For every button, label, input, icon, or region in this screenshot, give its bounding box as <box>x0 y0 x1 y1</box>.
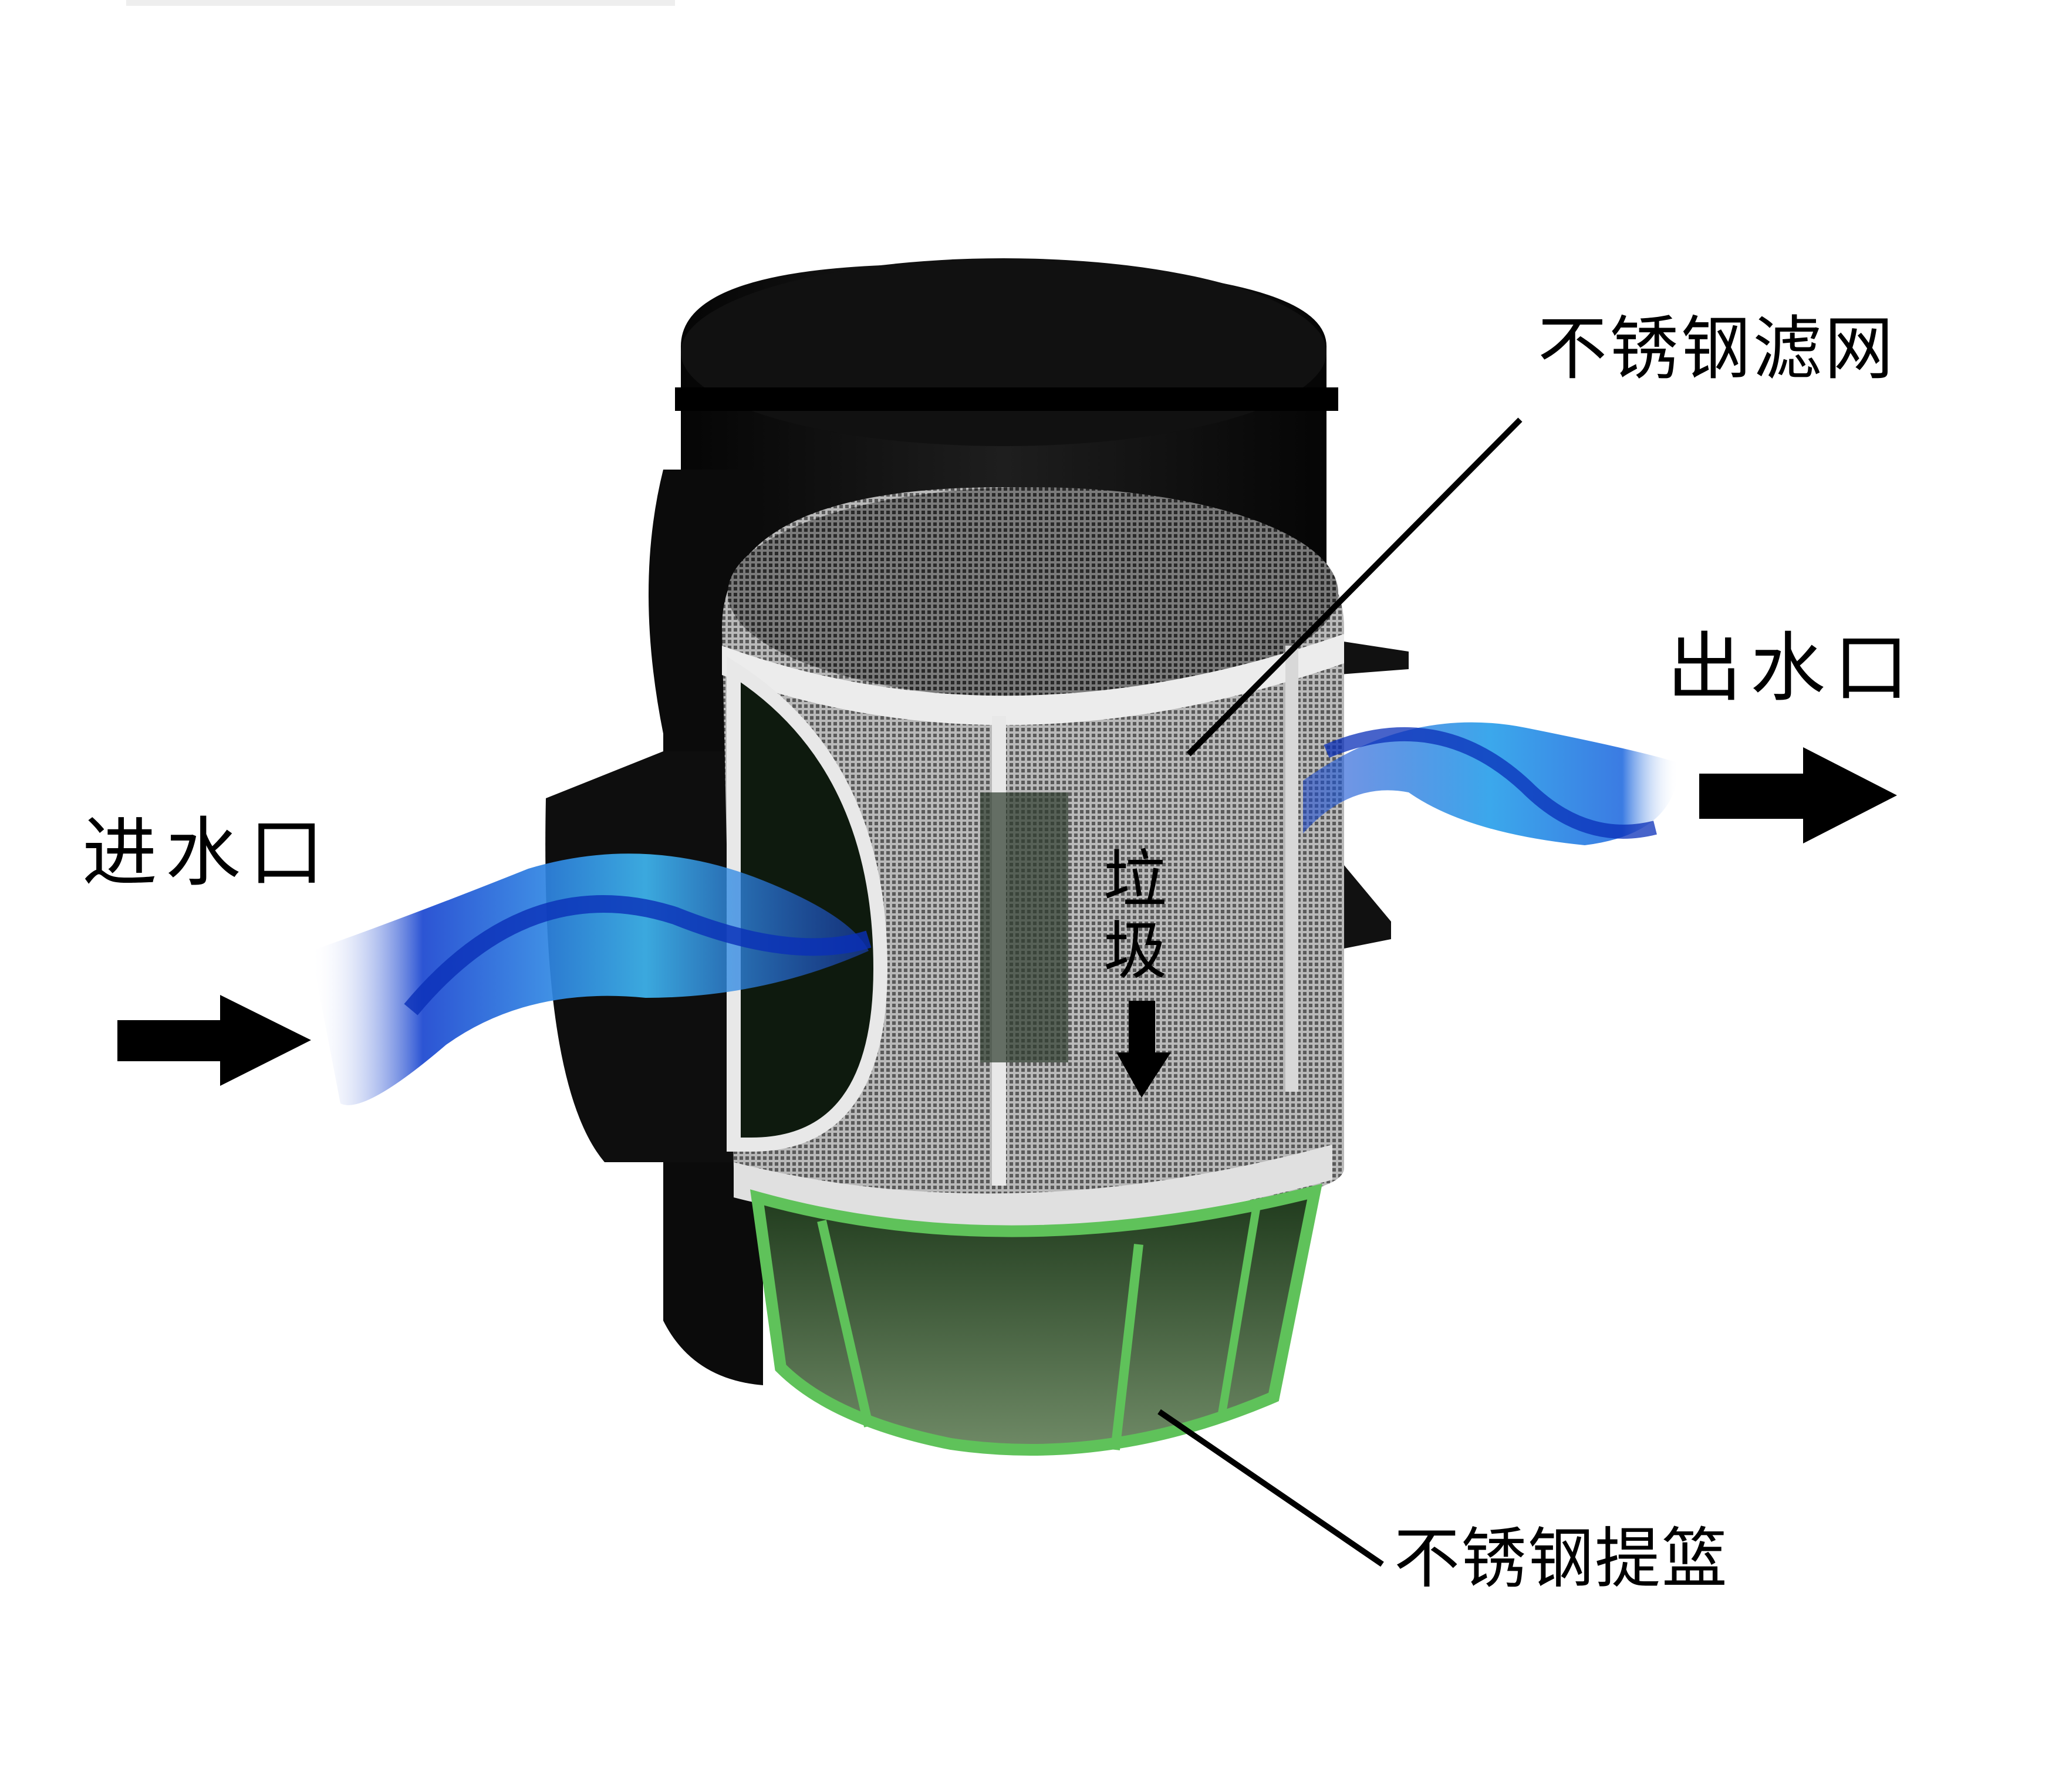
top-strip <box>126 0 675 6</box>
water-inlet-stream <box>311 853 872 1105</box>
debris-down-arrow-icon <box>1116 1001 1171 1098</box>
leader-line-mesh <box>1186 417 1523 757</box>
label-basket: 不锈钢提篮 <box>1394 1521 1729 1597</box>
label-outlet: 出水口 <box>1667 625 1918 712</box>
outlet-arrow-icon <box>1699 747 1897 843</box>
water-outlet-stream <box>1303 722 1679 845</box>
label-filter-mesh: 不锈钢滤网 <box>1538 308 1896 389</box>
filter-mesh <box>722 487 1344 1229</box>
inlet-arrow-icon <box>117 995 311 1086</box>
label-inlet: 进水口 <box>82 809 333 897</box>
basket <box>750 1183 1322 1456</box>
leader-line-basket <box>1157 1409 1384 1567</box>
label-debris: 垃圾 <box>1103 843 1167 988</box>
